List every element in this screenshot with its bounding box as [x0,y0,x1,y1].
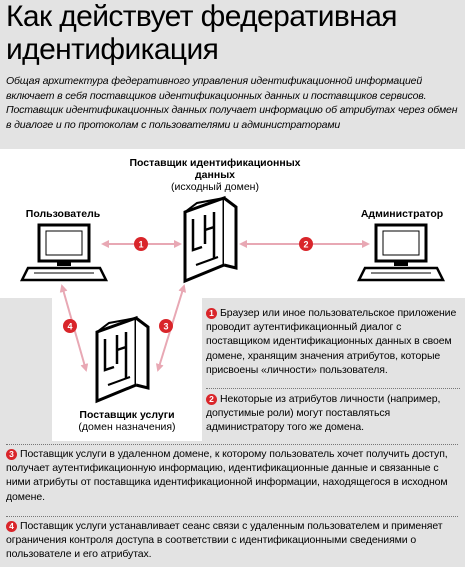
title-line-1: Как действует федеративная [6,0,398,33]
identity-provider-label: Поставщик идентификационных данных (исхо… [110,157,320,193]
step-4-bullet: 4 [6,521,17,532]
sp-label: Поставщик услуги [79,409,175,421]
marker-2: 2 [299,237,313,251]
step-2-body: Некоторые из атрибутов личности (наприме… [206,393,441,434]
admin-label: Администратор [360,208,444,220]
svg-text:4: 4 [67,322,72,332]
service-provider-label: Поставщик услуги (домен назначения) [52,409,202,433]
page-title: Как действует федеративная идентификация [6,0,461,66]
step-4-body: Поставщик услуги устанавливает сеанс свя… [6,520,443,561]
admin-computer-icon [356,223,446,282]
sp-sublabel: (домен назначения) [78,421,176,433]
title-line-2: идентификация [6,33,219,66]
idp-label-line-2: данных [195,169,235,181]
svg-text:3: 3 [163,322,168,332]
divider [6,516,458,517]
step-1-body: Браузер или иное пользовательское прилож… [206,307,457,376]
step-3-bullet: 3 [6,449,17,460]
service-provider-server-icon [95,315,150,404]
step-1-bullet: 1 [206,308,217,319]
intro-text: Общая архитектура федеративного управлен… [6,75,458,131]
divider [206,388,460,389]
idp-label-line-1: Поставщик идентификационных [129,157,301,169]
divider [6,444,458,445]
step-3-body: Поставщик услуги в удаленном домене, к к… [6,448,448,503]
marker-1: 1 [134,237,148,251]
identity-provider-server-icon [183,195,238,284]
marker-3: 3 [159,319,173,333]
idp-sublabel: (исходный домен) [171,181,259,193]
step-2-bullet: 2 [206,394,217,405]
svg-text:1: 1 [138,240,143,250]
user-computer-icon [19,223,109,282]
marker-4: 4 [63,319,77,333]
svg-text:2: 2 [303,240,308,250]
user-label: Пользователь [25,208,101,220]
